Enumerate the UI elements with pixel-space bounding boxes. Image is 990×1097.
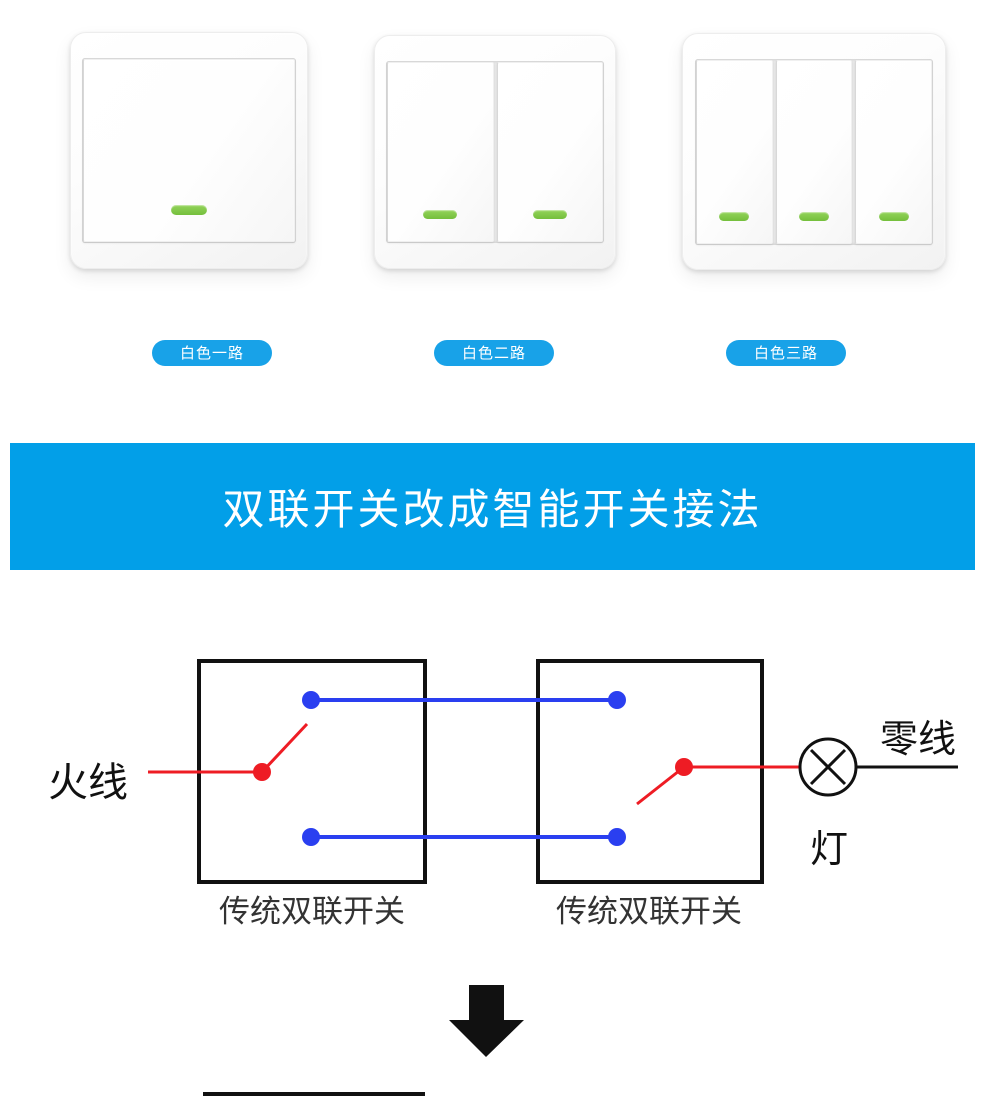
led-indicator-icon xyxy=(799,211,829,221)
rocker-button[interactable] xyxy=(83,59,295,242)
section-banner: 双联开关改成智能开关接法 xyxy=(10,443,975,570)
wall-switch-image-3-gang xyxy=(682,33,946,270)
terminal-dot-left-lower xyxy=(302,828,320,846)
rocker-button[interactable] xyxy=(496,62,603,242)
wiring-diagram-svg: 火线 零线 灯 传统双联开关 传统双联开关 xyxy=(48,659,958,1096)
variant-label-white-1-gang[interactable]: 白色一路 xyxy=(152,340,272,366)
wall-switch-image-1-gang xyxy=(70,32,308,269)
led-indicator-icon xyxy=(171,205,207,215)
lamp-symbol-x-stroke-2 xyxy=(809,748,847,786)
rocker-button[interactable] xyxy=(387,62,494,242)
terminal-dot-right-upper xyxy=(608,691,626,709)
variant-label-white-3-gang[interactable]: 白色三路 xyxy=(726,340,846,366)
product-variant-white-1-gang[interactable] xyxy=(62,0,330,269)
terminal-dot-left-upper xyxy=(302,691,320,709)
variant-label-white-2-gang[interactable]: 白色二路 xyxy=(434,340,554,366)
lamp-label: 灯 xyxy=(810,827,848,871)
led-indicator-icon xyxy=(423,210,458,219)
rocker-button[interactable] xyxy=(775,59,853,244)
product-variant-white-3-gang[interactable] xyxy=(678,0,950,270)
led-indicator-icon xyxy=(878,211,909,221)
switch-blade-right xyxy=(636,765,685,806)
rocker-button[interactable] xyxy=(855,59,933,244)
switch-box-right xyxy=(536,659,764,884)
down-arrow-icon xyxy=(449,985,524,1057)
product-variants-row: 白色一路 白色二路 白色三路 xyxy=(0,0,990,390)
wiring-diagram: 火线 零线 灯 传统双联开关 传统双联开关 xyxy=(0,600,990,1097)
product-variant-white-2-gang[interactable] xyxy=(368,0,620,269)
switch-box-right-caption: 传统双联开关 xyxy=(556,894,742,930)
common-dot-right xyxy=(675,758,693,776)
neutral-wire-label: 零线 xyxy=(880,717,956,761)
live-wire-label: 火线 xyxy=(48,760,128,806)
switch-blade-left xyxy=(260,722,309,774)
led-indicator-icon xyxy=(532,210,567,219)
rocker-group xyxy=(82,58,296,243)
terminal-dot-right-lower xyxy=(608,828,626,846)
rocker-group xyxy=(695,58,933,245)
wall-switch-image-2-gang xyxy=(374,35,616,269)
section-banner-title: 双联开关改成智能开关接法 xyxy=(222,485,763,534)
switch-box-left-caption: 传统双联开关 xyxy=(219,894,405,930)
common-dot-left xyxy=(253,763,271,781)
rocker-group xyxy=(386,61,604,243)
led-indicator-icon xyxy=(719,211,750,221)
rocker-button[interactable] xyxy=(696,59,773,244)
